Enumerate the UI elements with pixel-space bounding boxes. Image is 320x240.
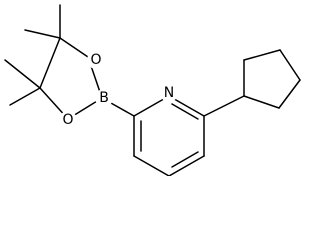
- atom-b1-bg: [95, 89, 113, 107]
- bond-cp2-cp3: [278, 79, 301, 109]
- bond-o1-c7: [59, 37, 89, 58]
- atom-o2-label: O: [62, 112, 73, 128]
- atom-b1-label: B: [99, 90, 109, 106]
- atom-n1-label: N: [164, 85, 174, 101]
- bond-c8-me4: [9, 87, 41, 106]
- bond-c3-c4: [168, 155, 205, 176]
- bond-c2-cp1: [203, 95, 245, 117]
- bond-c7-me2: [24, 29, 61, 39]
- bond-cp1-cp2: [243, 95, 280, 109]
- bond-c4-c5: [133, 155, 170, 176]
- atom-o1-label: O: [90, 52, 101, 68]
- atom-n1-bg: [160, 84, 178, 102]
- bond-n1-c2-inner: [171, 103, 199, 120]
- bond-c3-c4-inner: [171, 151, 199, 168]
- bond-c7-c8: [39, 37, 61, 89]
- atom-o2-bg: [59, 111, 77, 129]
- bond-cp4-cp5: [243, 49, 281, 61]
- atom-o1-bg: [87, 51, 105, 69]
- bond-c8-me3: [4, 59, 41, 89]
- bond-cp3-cp4: [279, 49, 301, 81]
- structure-canvas: N B O O: [4, 4, 301, 176]
- molecule-structure: N B O O: [4, 4, 301, 176]
